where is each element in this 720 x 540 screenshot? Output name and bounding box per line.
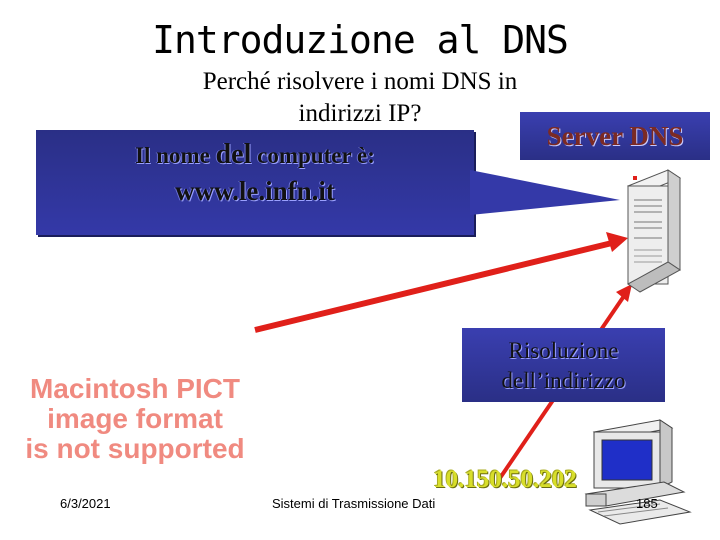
resolution-box: Risoluzione dell’indirizzo	[462, 328, 665, 402]
callout-line-1-a: Il nome	[135, 143, 210, 168]
callout-line-1-c: computer è:	[257, 143, 375, 168]
footer-date: 6/3/2021	[60, 496, 111, 511]
subtitle-line-1: Perché risolvere i nomi DNS in	[202, 68, 518, 95]
ip-address: 10.150.50.202	[433, 466, 577, 493]
callout-box	[36, 130, 474, 235]
footer-page-number: 185	[636, 496, 658, 511]
slide-subtitle: Perché risolvere i nomi DNS in indirizzi…	[160, 66, 560, 130]
callout-line-1-b: del	[215, 139, 252, 170]
resolution-line-1: Risoluzione	[508, 338, 619, 363]
pict-line-1: Macintosh PICT	[29, 373, 240, 404]
request-arrow-line	[254, 240, 613, 333]
callout-hostname: www.le.infn.it	[175, 176, 335, 206]
resolution-line-2: dell’indirizzo	[501, 368, 626, 393]
footer-course: Sistemi di Trasmissione Dati	[272, 496, 436, 511]
callout-line-1: Il nome del computer è:	[36, 138, 474, 173]
pict-line-2: image format	[47, 403, 223, 434]
pict-line-3: is not supported	[25, 433, 245, 464]
slide-title: Introduzione al DNS	[152, 18, 569, 62]
desktop-computer-icon	[584, 419, 692, 525]
callout-pointer	[470, 170, 620, 215]
request-arrow-head	[606, 232, 628, 252]
server-tower-icon	[626, 169, 682, 293]
server-dns-label: Server DNS	[520, 112, 710, 160]
subtitle-line-2: indirizzi IP?	[298, 100, 422, 127]
unsupported-image-placeholder: Macintosh PICT image format is not suppo…	[0, 374, 270, 464]
callout-text: Il nome del computer è: www.le.infn.it	[36, 138, 474, 209]
response-arrow-head	[616, 284, 632, 302]
